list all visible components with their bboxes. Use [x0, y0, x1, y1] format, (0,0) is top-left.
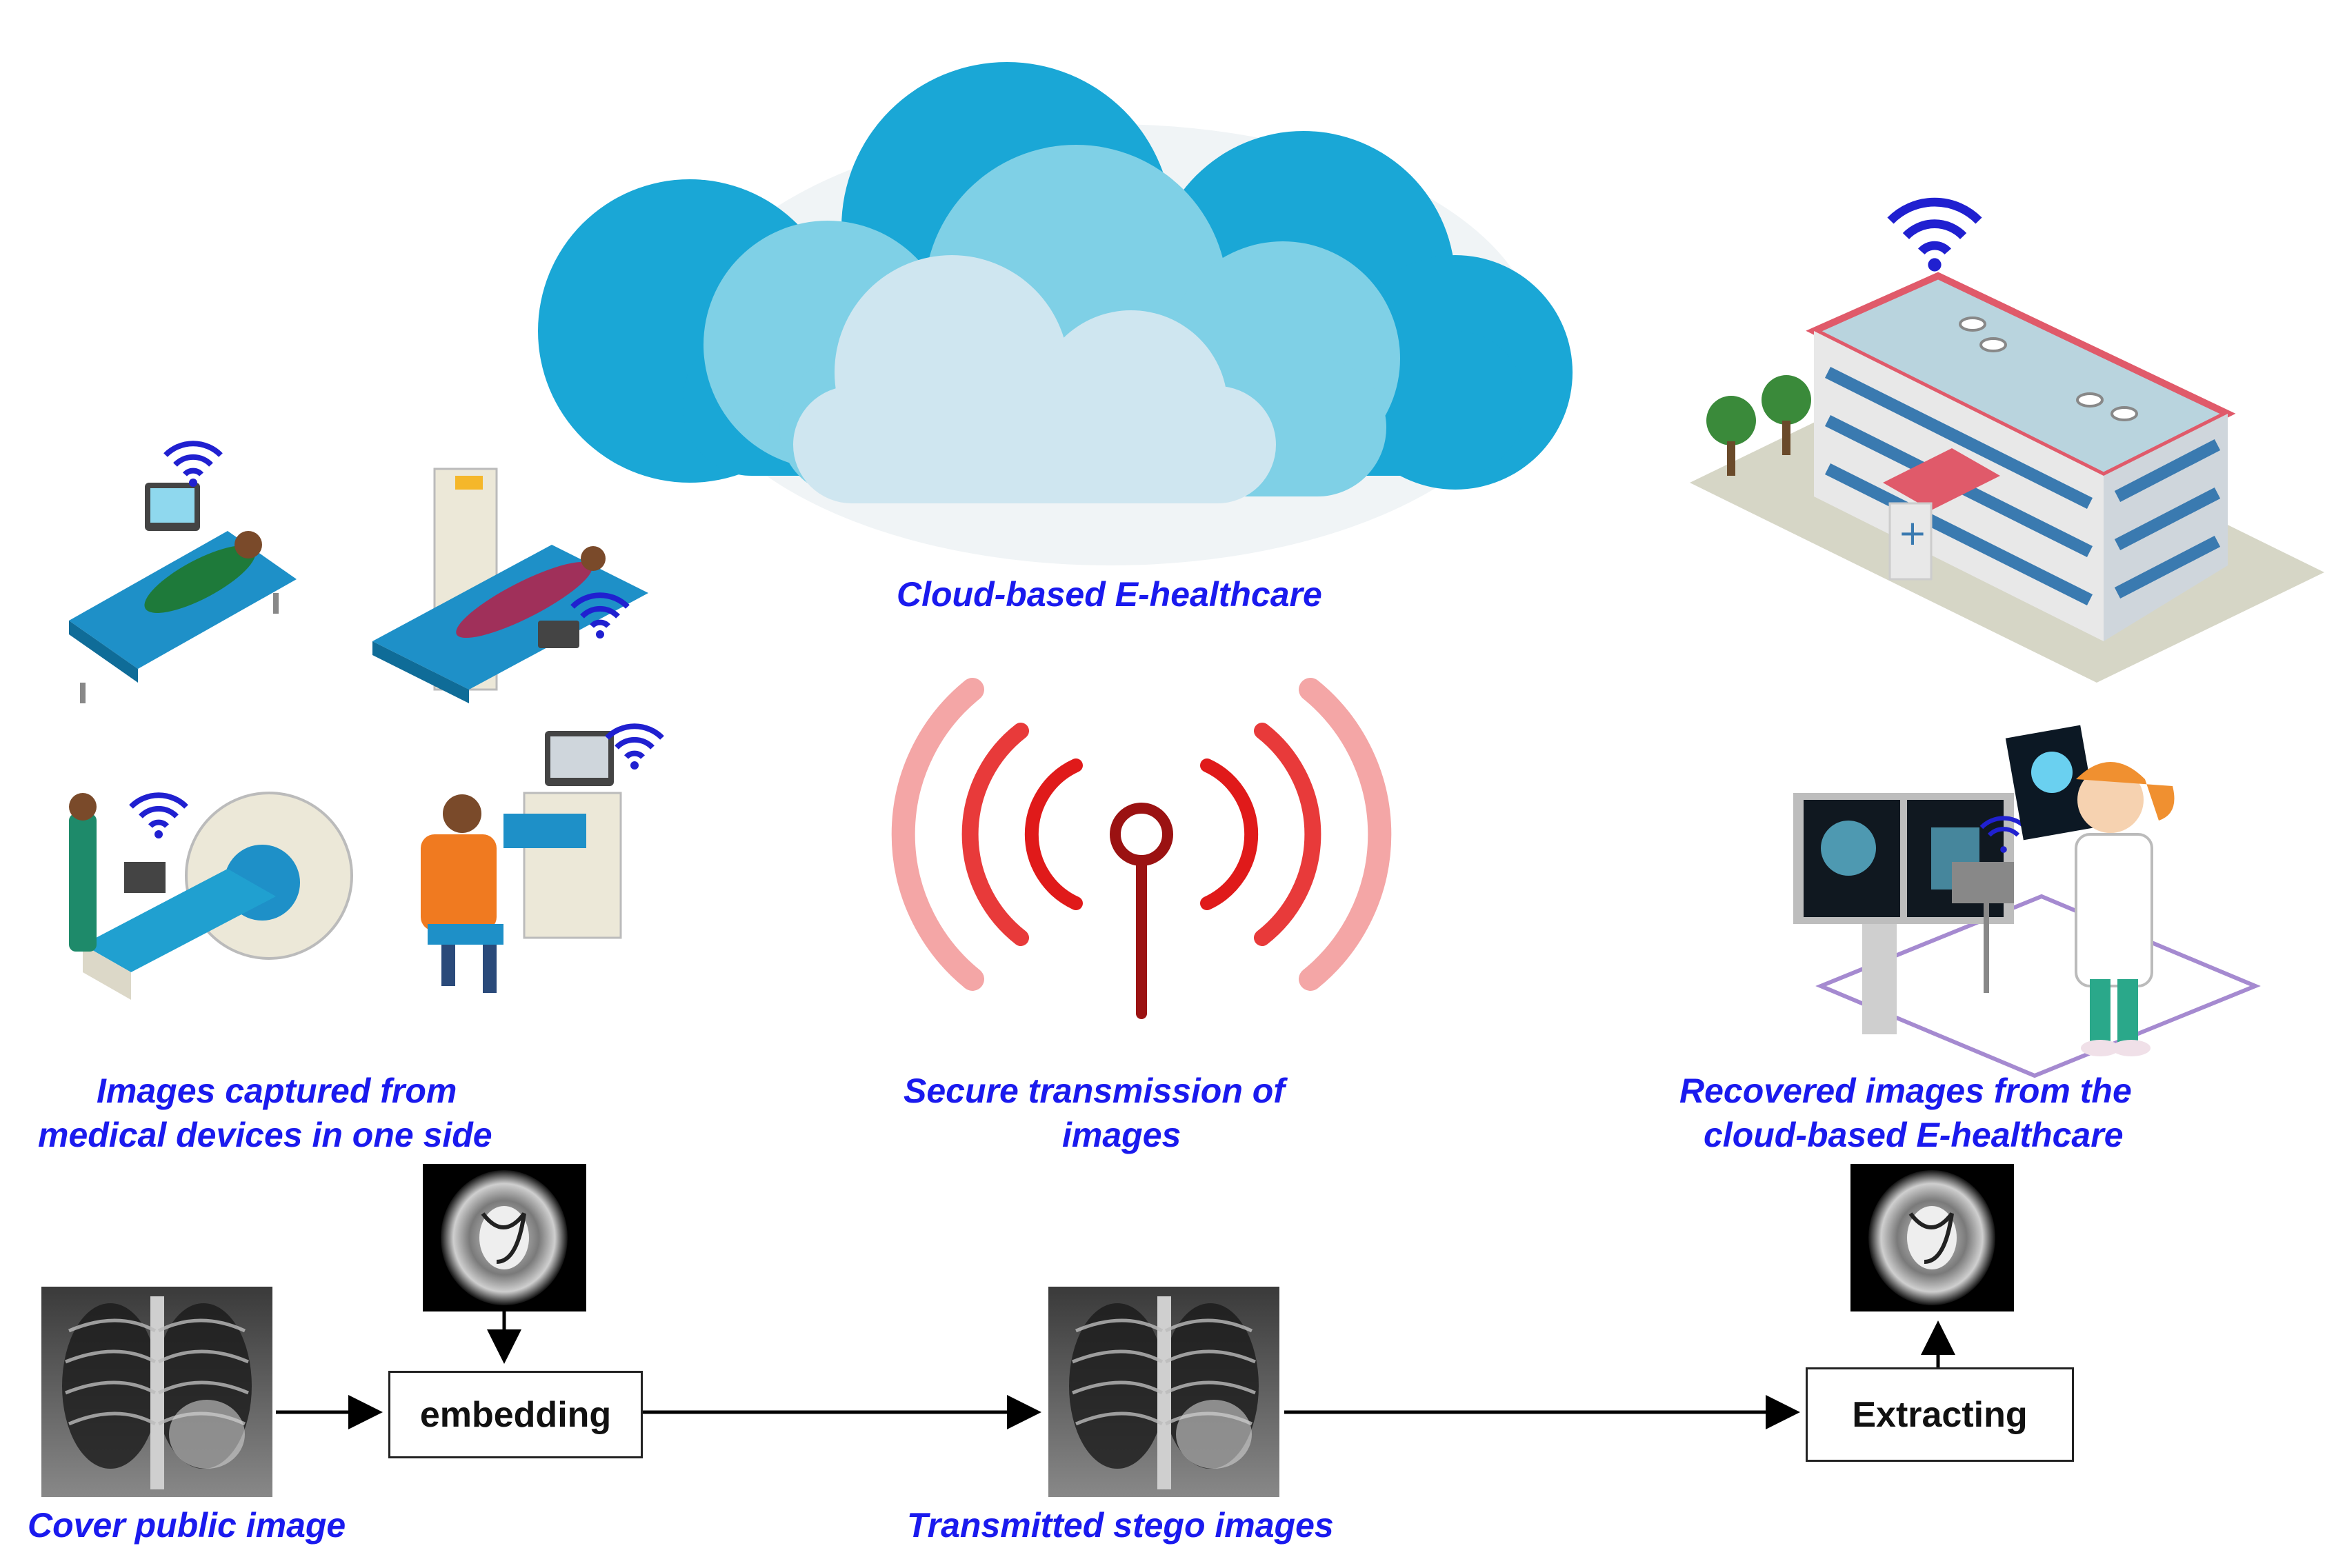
stego-image-caption: Transmitted stego images — [907, 1506, 1334, 1545]
patient-bed-device — [69, 483, 297, 703]
signal-caption-line1: Secure transmission of — [904, 1072, 1285, 1110]
devices-caption-line2: medical devices in one side — [38, 1116, 492, 1154]
svg-text:+: + — [1898, 513, 1927, 553]
cover-image-caption: Cover public image — [28, 1506, 346, 1545]
hospital-caption-line2: cloud-based E-healthcare — [1704, 1116, 2124, 1154]
extracting-step-box: Extracting — [1806, 1367, 2074, 1462]
ultrasound-operator-device — [421, 731, 622, 993]
devices-caption-line1: Images captured from — [97, 1072, 457, 1110]
embedding-step-box: embedding — [388, 1371, 643, 1458]
secret-brain-mri-image — [423, 1164, 586, 1311]
xray-table-device — [372, 468, 648, 703]
stego-chest-xray-image — [1048, 1287, 1279, 1497]
hospital-caption-line1: Recovered images from the — [1679, 1072, 2132, 1110]
cloud-caption: Cloud-based E-healthcare — [897, 575, 1322, 614]
cover-chest-xray-image — [41, 1287, 272, 1497]
signal-caption-line2: images — [1062, 1116, 1181, 1154]
mri-scanner-device — [69, 792, 353, 1000]
recovered-brain-mri-image — [1850, 1164, 2014, 1311]
